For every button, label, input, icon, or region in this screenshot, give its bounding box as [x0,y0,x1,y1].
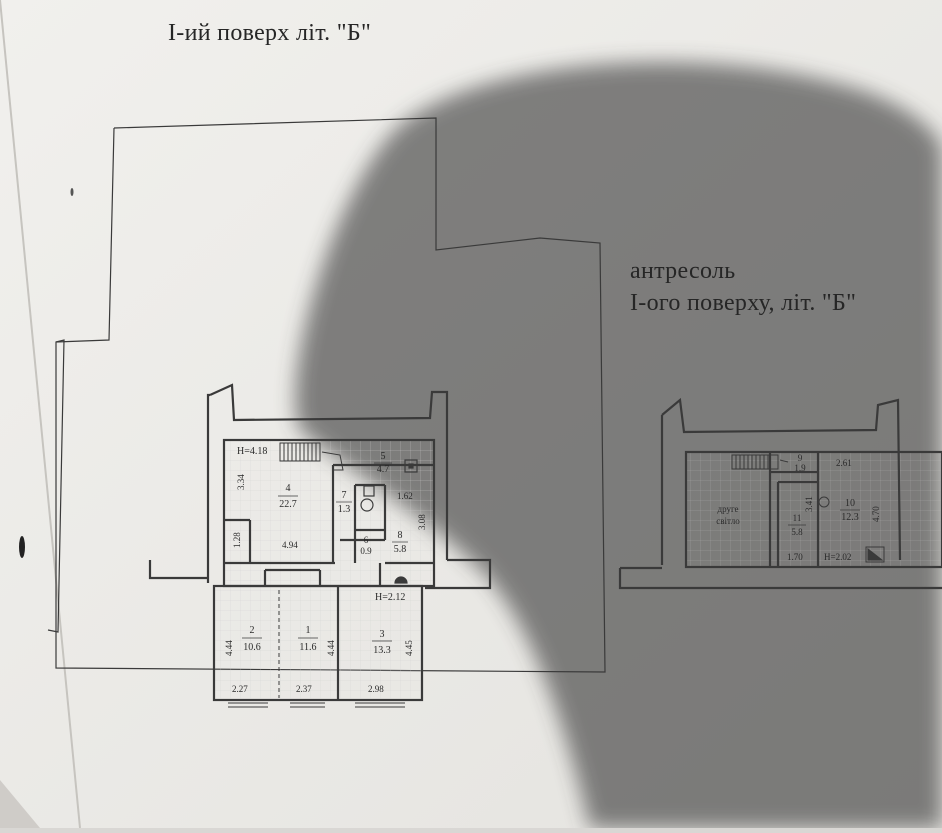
dim-470: 4.70 [871,506,881,522]
room-2-number: 2 [250,625,255,636]
mezzanine-title-line2: I-ого поверху, літ. "Б" [630,290,857,316]
room-10-area: 12.3 [841,512,859,523]
room-4-number: 4 [286,483,291,494]
dim-237: 2.37 [296,684,312,694]
room-2-area: 10.6 [243,642,261,653]
room-10-number: 10 [845,498,855,509]
room-8-area: 5.8 [394,544,407,555]
room-9-area: 1.9 [794,463,806,473]
room-3-area: 13.3 [373,645,391,656]
room-3-number: 3 [380,629,385,640]
dim-298: 2.98 [368,684,384,694]
room-7-number: 7 [342,490,347,501]
room-1-number: 1 [306,625,311,636]
dim-341: 3.41 [804,496,814,512]
room-6-number: 6 [364,535,369,545]
ground-height-main: H=4.18 [237,446,267,457]
room-11-number: 11 [793,513,802,523]
dim-445: 4.45 [404,640,414,656]
page-fold-line [0,0,81,829]
ground-height-front: H=2.12 [375,592,405,603]
room-1-area: 11.6 [299,642,316,653]
room-7-area: 1.3 [338,504,351,515]
second-light-line1: друге [717,504,738,514]
room-9-number: 9 [798,453,803,463]
dim-227: 2.27 [232,684,248,694]
mezzanine-title-line1: антресоль [630,258,736,284]
room-5-area: 4.7 [377,464,390,475]
ground-floor-plan: H=4.18 H=2.12 4 22.7 5 4.7 7 1.3 6 0.9 8… [148,383,492,708]
ground-floor-title: I-ий поверх літ. "Б" [168,20,372,46]
ground-floor-outline [47,117,606,673]
room-4-area: 22.7 [279,499,297,510]
room-11-area: 5.8 [791,527,803,537]
dim-162: 1.62 [397,491,413,501]
second-light-line2: світло [716,516,740,526]
room-6-area: 0.9 [360,546,372,556]
hand-shadow [295,62,942,828]
dim-334: 3.34 [236,474,246,490]
mezzanine-plan: друге світло 9 1.9 10 12.3 11 5.8 2.61 3… [618,397,942,590]
binder-mark [70,188,74,196]
dim-170: 1.70 [787,552,803,562]
binder-hole [19,536,25,558]
dim-308: 3.08 [417,514,427,530]
room-5-number: 5 [381,451,386,462]
dim-128: 1.28 [232,532,242,548]
dim-494: 4.94 [282,540,298,550]
mezzanine-height: H=2.02 [824,552,851,562]
dim-261: 2.61 [836,458,852,468]
dim-444b: 4.44 [326,640,336,656]
dim-444a: 4.44 [224,640,234,656]
room-8-number: 8 [398,530,403,541]
